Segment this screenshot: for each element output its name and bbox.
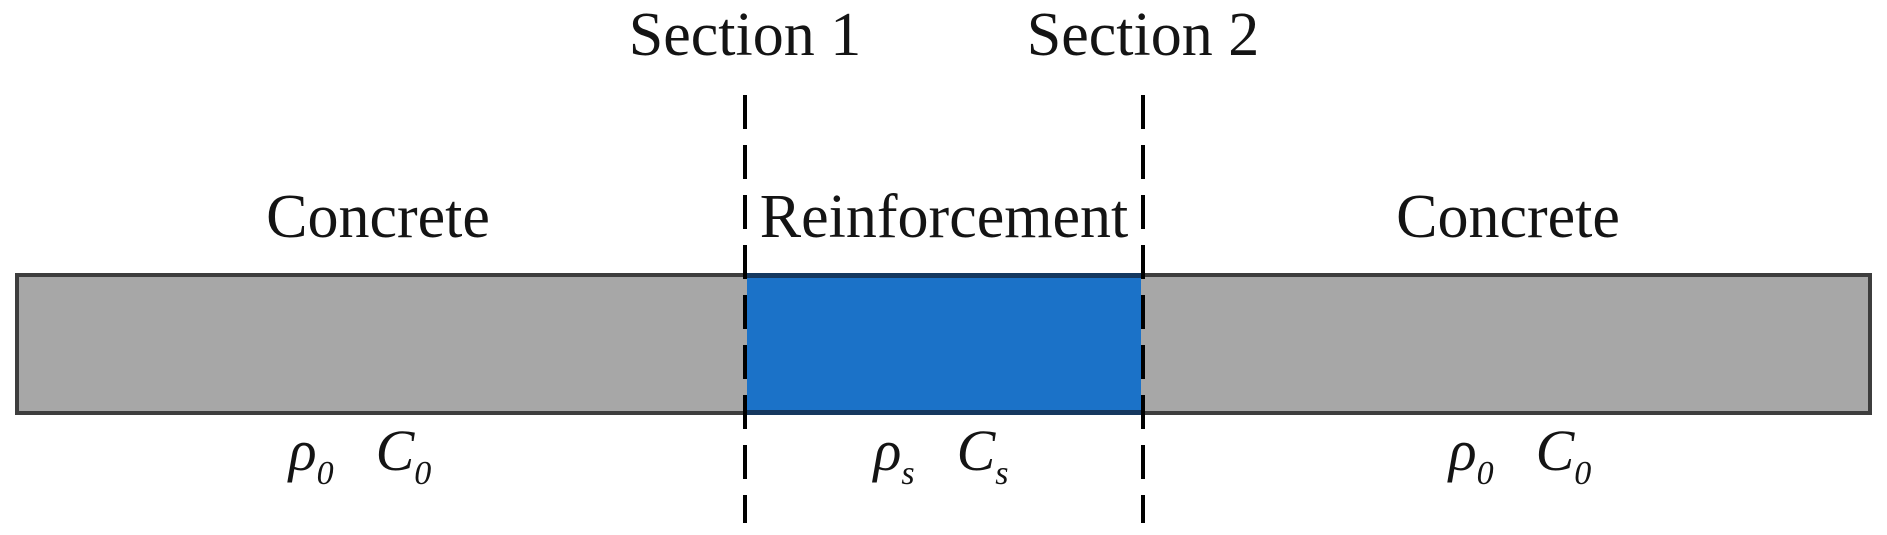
reinforcement-properties: ρs Cs <box>874 422 1009 491</box>
rho-subscript: 0 <box>316 455 334 492</box>
concrete-left-label: Concrete <box>266 183 490 251</box>
section-2-label: Section 2 <box>1026 1 1260 69</box>
c-glyph: C <box>956 418 996 483</box>
c-glyph: C <box>375 418 415 483</box>
reinforcement-block <box>747 273 1141 415</box>
c-subscript: 0 <box>1574 455 1592 492</box>
concrete-right-properties: ρ0 C0 <box>1449 422 1592 491</box>
c-subscript: 0 <box>414 455 432 492</box>
reinforcement-label: Reinforcement <box>759 183 1129 251</box>
c-glyph: C <box>1535 418 1575 483</box>
concrete-right-label: Concrete <box>1396 183 1620 251</box>
section-2-dashed-line <box>1141 95 1145 523</box>
rho-subscript: s <box>901 455 915 492</box>
capacity-symbol: Cs <box>957 422 1009 491</box>
c-subscript: s <box>995 455 1009 492</box>
capacity-symbol: C0 <box>1536 422 1592 491</box>
density-symbol: ρ0 <box>289 422 334 491</box>
rho-glyph: ρ <box>288 418 317 483</box>
concrete-left-properties: ρ0 C0 <box>289 422 432 491</box>
density-symbol: ρs <box>874 422 915 491</box>
rho-glyph: ρ <box>873 418 902 483</box>
capacity-symbol: C0 <box>376 422 432 491</box>
rho-subscript: 0 <box>1476 455 1494 492</box>
section-1-label: Section 1 <box>628 1 862 69</box>
density-symbol: ρ0 <box>1449 422 1494 491</box>
rho-glyph: ρ <box>1448 418 1477 483</box>
section-1-dashed-line <box>743 95 747 523</box>
